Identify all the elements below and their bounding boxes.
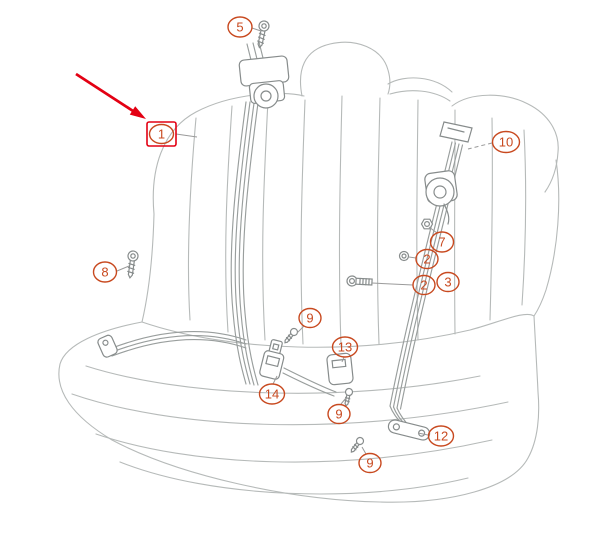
callout-12[interactable]: 12 bbox=[427, 425, 455, 447]
screw-9b-drawing bbox=[344, 387, 354, 407]
callout-1[interactable]: 1 bbox=[148, 123, 175, 145]
lap-belt-anchor-drawing bbox=[97, 334, 118, 358]
belt-guide-right-drawing bbox=[439, 121, 473, 143]
screw-8-drawing bbox=[127, 250, 139, 279]
callout-3-label: 3 bbox=[444, 275, 451, 290]
callout-5[interactable]: 5 bbox=[227, 16, 253, 38]
callout-10-label: 10 bbox=[499, 135, 513, 150]
retractor-right-drawing bbox=[424, 170, 458, 225]
callout-8-label: 8 bbox=[101, 265, 108, 280]
bolt-2-3-drawing bbox=[346, 275, 373, 287]
callout-8[interactable]: 8 bbox=[92, 261, 118, 283]
left-seatbelt-drawing bbox=[111, 41, 264, 386]
callout-9-third[interactable]: 9 bbox=[358, 452, 382, 474]
callout-2-lower-label: 2 bbox=[420, 278, 427, 293]
callout-14-label: 14 bbox=[265, 387, 279, 402]
leader-lines bbox=[116, 27, 493, 455]
callout-9-first-label: 9 bbox=[306, 311, 313, 326]
callout-2-upper-label: 2 bbox=[423, 252, 430, 267]
highlight-arrow bbox=[75, 72, 146, 119]
seat-line-art bbox=[58, 41, 560, 503]
callout-1-label: 1 bbox=[158, 127, 165, 142]
callout-2-lower[interactable]: 2 bbox=[412, 274, 436, 296]
callout-9-second[interactable]: 9 bbox=[327, 403, 351, 425]
callout-14[interactable]: 14 bbox=[258, 383, 286, 405]
callout-7[interactable]: 7 bbox=[429, 231, 455, 253]
callout-7-label: 7 bbox=[438, 235, 445, 250]
screw-9a-drawing bbox=[284, 327, 299, 344]
washer-2-drawing bbox=[398, 250, 410, 262]
callout-3[interactable]: 3 bbox=[436, 271, 460, 293]
screw-5-drawing bbox=[257, 20, 270, 49]
callout-9-third-label: 9 bbox=[366, 456, 373, 471]
callout-12-label: 12 bbox=[434, 429, 448, 444]
buckle-14-drawing bbox=[259, 339, 285, 380]
callout-13[interactable]: 13 bbox=[331, 336, 359, 358]
nut-7-drawing bbox=[420, 218, 434, 230]
highlight-box bbox=[146, 121, 177, 147]
callout-2-upper[interactable]: 2 bbox=[415, 248, 439, 270]
callout-13-label: 13 bbox=[338, 340, 352, 355]
callout-5-label: 5 bbox=[236, 20, 243, 35]
callout-9-first[interactable]: 9 bbox=[298, 307, 322, 329]
buckle-13-drawing bbox=[326, 352, 354, 386]
belt-retractor-top-drawing bbox=[238, 55, 290, 109]
screw-9c-drawing bbox=[350, 436, 365, 453]
anchor-bracket-12-drawing bbox=[387, 419, 431, 441]
callout-10[interactable]: 10 bbox=[491, 130, 521, 154]
callout-9-second-label: 9 bbox=[335, 407, 342, 422]
